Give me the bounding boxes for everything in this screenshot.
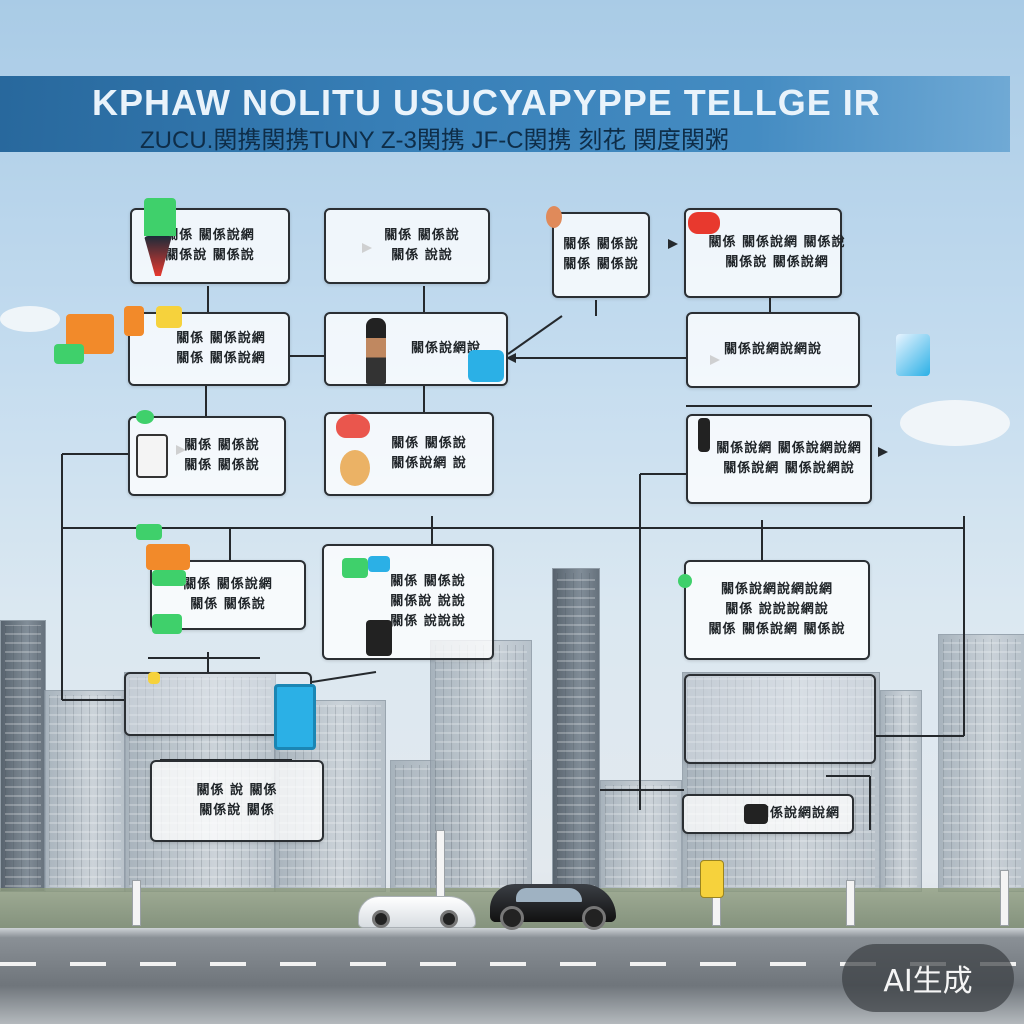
- diagram-node-3[interactable]: 關係 關係說 關係 關係說: [552, 212, 650, 298]
- node-text: 關係 關係說: [384, 226, 460, 246]
- device-icon: [744, 804, 768, 824]
- chat-bubble-icon: [468, 350, 504, 382]
- sticky-note-icon: [136, 524, 162, 540]
- node-text: 關係 關係說網: [176, 329, 266, 349]
- diagram-node-10[interactable]: 關係說網 關係說網說網 關係說網 關係說網說: [686, 414, 872, 504]
- sticky-note-icon: [124, 306, 144, 336]
- brush-icon: [688, 212, 720, 234]
- sticky-note-icon: [152, 614, 182, 634]
- node-text: 關係 關係說: [563, 235, 639, 255]
- sticky-note-icon: [156, 306, 182, 328]
- lamp-icon: [340, 450, 370, 486]
- node-text: 關係 關係說網: [176, 349, 266, 369]
- arrowhead: [878, 447, 888, 457]
- diagram-node-15[interactable]: [684, 674, 876, 764]
- node-text: 關係 說說: [391, 246, 453, 266]
- node-text: 關係 關係說: [391, 434, 467, 454]
- node-text: 關係說 說說: [390, 592, 466, 612]
- node-text: 關係說 關係說網: [725, 253, 829, 273]
- ai-generated-badge: AI生成: [842, 944, 1014, 1012]
- node-text: 關係 關係說: [184, 436, 260, 456]
- sign-icon: [700, 860, 724, 898]
- node-text: 關係 說說說網說: [725, 600, 829, 620]
- diagram-node-7[interactable]: 關係說網說網說: [686, 312, 860, 388]
- sticky-note-icon: [152, 570, 186, 586]
- diagram-node-13[interactable]: 關係說網說網說網 關係 說說說網說 關係 關係說網 關係說: [684, 560, 870, 660]
- node-text: 關係 關係說網: [165, 226, 255, 246]
- marker-icon: [144, 198, 176, 236]
- marker-icon: [698, 418, 710, 452]
- pin-icon: [136, 410, 154, 424]
- connector: [312, 672, 376, 682]
- marker-icon: [896, 334, 930, 376]
- node-text: 關係說網 關係說網說網: [716, 439, 862, 459]
- node-text: 關係說網說網說網: [721, 580, 833, 600]
- pin-icon: [678, 574, 692, 588]
- lamp-icon: [336, 414, 370, 438]
- diagram-node-16[interactable]: 關係 說 關係 關係說 關係: [150, 760, 324, 842]
- diagram-node-2[interactable]: 關係 關係說 關係 說說: [324, 208, 490, 284]
- node-text: 關係說網說網: [756, 804, 840, 824]
- node-text: 關係 關係說: [190, 595, 266, 615]
- node-text: 關係 關係說網: [183, 575, 273, 595]
- node-text: 關係 關係說網 關係說: [708, 620, 845, 640]
- node-text: 關係 關係說: [390, 572, 466, 592]
- sticky-note-icon: [342, 558, 368, 578]
- node-text: 關係 關係說: [184, 456, 260, 476]
- node-text: 關係 說 關係: [196, 781, 277, 801]
- node-text: 關係 關係說網 關係說: [708, 233, 845, 253]
- device-icon: [136, 434, 168, 478]
- node-text: 關係說 關係說: [165, 246, 255, 266]
- node-text: 關係說網 說: [391, 454, 467, 474]
- sticky-note-icon: [146, 544, 190, 570]
- node-text: 關係說網說網說: [724, 340, 822, 360]
- node-text: 關係 關係說: [563, 255, 639, 275]
- sticky-note-icon: [54, 344, 84, 364]
- node-text: 關係說 關係: [199, 801, 275, 821]
- tablet-icon: [274, 684, 316, 750]
- node-text: 關係 說說說: [390, 612, 466, 632]
- arrowhead: [668, 239, 678, 249]
- paint-brush-icon: [546, 206, 562, 228]
- node-text: 關係說網 關係說網說: [723, 459, 855, 479]
- person-icon: [366, 318, 386, 384]
- diagram-node-17[interactable]: 關係說網說網: [682, 794, 854, 834]
- connector: [508, 316, 562, 354]
- device-icon: [366, 620, 392, 656]
- pin-icon: [148, 672, 160, 684]
- diagram-node-5[interactable]: 關係 關係說網 關係 關係說網: [128, 312, 290, 386]
- sticky-note-icon: [368, 556, 390, 572]
